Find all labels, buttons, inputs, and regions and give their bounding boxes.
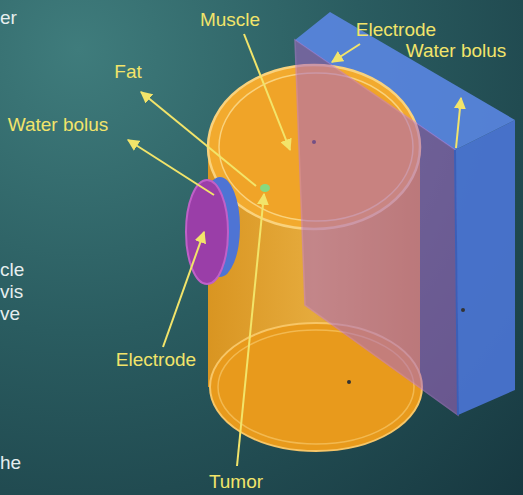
cut-off-text: vis [0,281,23,303]
cut-off-text: cle [0,259,24,281]
leader-lines [128,34,461,466]
tumor [260,184,270,192]
plate-edge [455,150,458,415]
plate-electrode [295,40,458,415]
dot [347,380,351,384]
part-label: Electrode [356,19,436,41]
part-label: Fat [114,61,141,83]
part-label: Water bolus [8,114,109,136]
part-label: Water bolus [406,40,507,62]
cut-off-text: ve [0,303,20,325]
dot [461,308,465,312]
disc-electrode [186,180,228,284]
part-label: Electrode [116,349,196,371]
part-label: Tumor [209,471,263,493]
cut-off-text: er [0,7,17,29]
bolus-side [455,120,515,415]
cut-off-text: he [0,452,21,474]
part-label: Muscle [200,9,260,31]
